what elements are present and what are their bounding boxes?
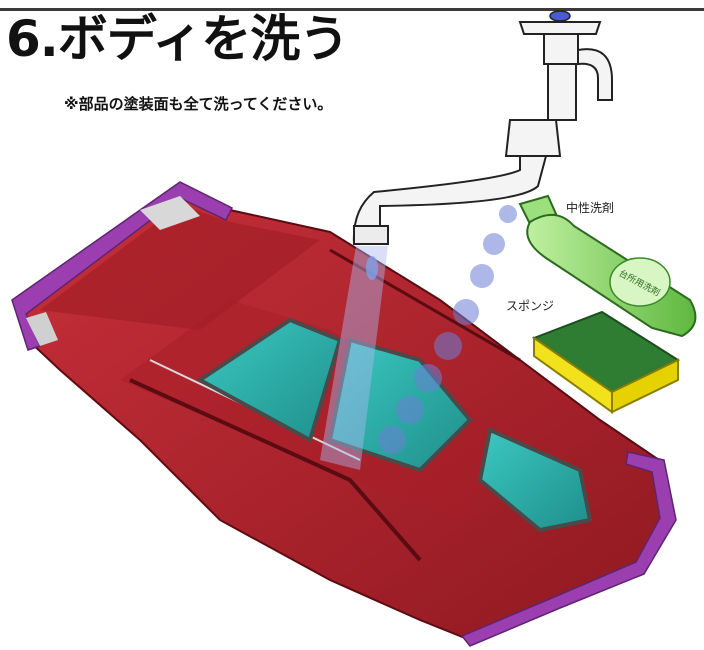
detergent-bottle: 台所用洗剤	[518, 194, 697, 338]
sponge	[531, 310, 681, 414]
page-title: 6.ボディを洗う	[6, 10, 349, 68]
detergent-label: 中性洗剤	[566, 201, 615, 215]
bubbles	[378, 205, 517, 454]
water-stream	[320, 246, 388, 470]
sponge-label: スポンジ	[506, 299, 555, 313]
faucet	[352, 10, 613, 245]
bumper-trim	[11, 181, 677, 647]
instruction-note: ※部品の塗装面も全て洗ってください。	[64, 95, 333, 113]
top-rule	[0, 8, 704, 11]
